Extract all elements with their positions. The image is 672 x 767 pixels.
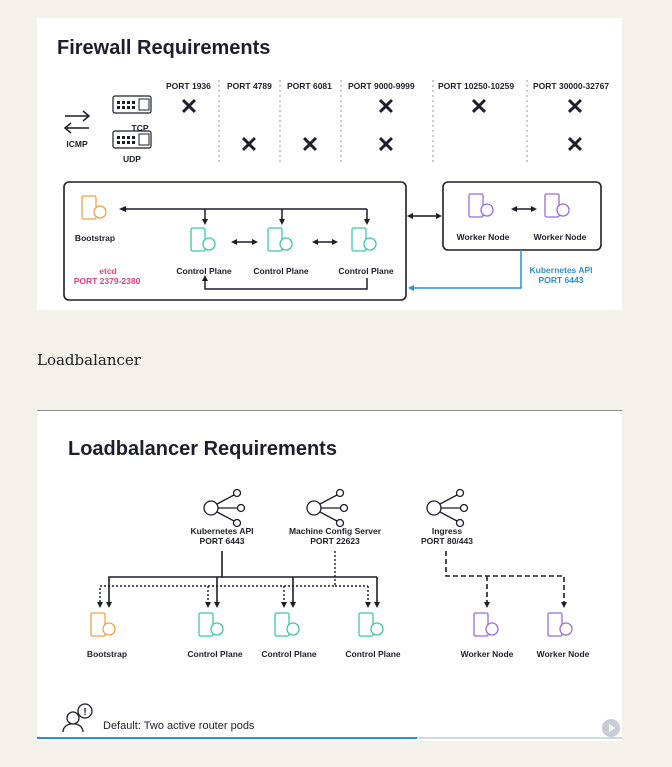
udp-label: UDP bbox=[123, 154, 141, 164]
worker-box bbox=[442, 181, 602, 251]
source-port: PORT 6443 bbox=[199, 536, 245, 546]
worker-node-label: Worker Node bbox=[456, 232, 510, 242]
bootstrap-label: Bootstrap bbox=[86, 649, 128, 659]
footer-note: Default: Two active router pods bbox=[103, 720, 255, 732]
port-header: PORT 1936 bbox=[166, 81, 211, 91]
bootstrap-label: Bootstrap bbox=[74, 233, 116, 243]
etcd-port-label: PORT 2379-2380 bbox=[73, 276, 141, 286]
port-header: PORT 6081 bbox=[287, 81, 332, 91]
firewall-panel: Firewall Requirements bbox=[37, 18, 622, 310]
tcp-port-mark: ✕ bbox=[179, 94, 199, 119]
source-port: PORT 22623 bbox=[310, 536, 360, 546]
server-icon bbox=[81, 195, 107, 220]
tcp-port-mark: ✕ bbox=[469, 94, 489, 119]
loadbalancer-title: Loadbalancer Requirements bbox=[68, 438, 337, 460]
swap-arrows-icon bbox=[63, 110, 91, 134]
source-name: Ingress bbox=[431, 526, 463, 536]
etcd-label: etcd bbox=[99, 266, 117, 276]
tcp-port-mark: ✕ bbox=[376, 94, 396, 119]
server-icon bbox=[468, 193, 570, 218]
control-plane-label: Control Plane bbox=[253, 266, 309, 276]
network-hub-icon bbox=[203, 488, 246, 528]
port-header: PORT 30000-32767 bbox=[533, 81, 610, 91]
port-header: PORT 10250-10259 bbox=[438, 81, 515, 91]
tcp-label: TCP bbox=[131, 123, 149, 133]
port-header: PORT 4789 bbox=[227, 81, 272, 91]
udp-port-mark: ✕ bbox=[565, 132, 585, 157]
k8s-api-port-label: PORT 6443 bbox=[538, 275, 584, 285]
progress-fill bbox=[37, 737, 418, 739]
tcp-port-mark: ✕ bbox=[565, 94, 585, 119]
worker-node-label: Worker Node bbox=[536, 649, 590, 659]
server-icon bbox=[190, 227, 377, 252]
control-plane-label: Control Plane bbox=[176, 266, 232, 276]
control-plane-label: Control Plane bbox=[261, 649, 317, 659]
control-plane-label: Control Plane bbox=[345, 649, 401, 659]
port-header: PORT 9000-9999 bbox=[348, 81, 415, 91]
port-column-dividers bbox=[218, 80, 528, 165]
worker-node-label: Worker Node bbox=[533, 232, 587, 242]
play-icon[interactable] bbox=[602, 719, 620, 737]
k8s-api-label: Kubernetes API bbox=[529, 265, 593, 275]
worker-node-label: Worker Node bbox=[460, 649, 514, 659]
server-icon bbox=[90, 612, 116, 637]
source-port: PORT 80/443 bbox=[421, 536, 473, 546]
network-hub-icon bbox=[426, 488, 469, 528]
udp-port-mark: ✕ bbox=[300, 132, 320, 157]
loadbalancer-diagram: ! bbox=[62, 488, 573, 733]
server-icon bbox=[198, 612, 384, 637]
icmp-label: ICMP bbox=[66, 139, 88, 149]
source-name: Machine Config Server bbox=[288, 526, 382, 536]
loadbalancer-panel: Loadbalancer Requirements bbox=[37, 410, 622, 741]
udp-port-mark: ✕ bbox=[239, 132, 259, 157]
control-plane-box bbox=[63, 181, 407, 301]
control-plane-label: Control Plane bbox=[187, 649, 243, 659]
network-hub-icon bbox=[306, 488, 349, 528]
firewall-title: Firewall Requirements bbox=[57, 37, 271, 59]
svg-text:!: ! bbox=[83, 707, 86, 718]
firewall-diagram bbox=[63, 80, 602, 301]
section-caption: Loadbalancer bbox=[37, 351, 141, 369]
server-icon bbox=[473, 612, 573, 637]
progress-bar[interactable] bbox=[37, 737, 622, 739]
support-agent-icon bbox=[62, 703, 93, 733]
control-plane-label: Control Plane bbox=[338, 266, 394, 276]
source-name: Kubernetes API bbox=[190, 526, 254, 536]
udp-port-mark: ✕ bbox=[376, 132, 396, 157]
